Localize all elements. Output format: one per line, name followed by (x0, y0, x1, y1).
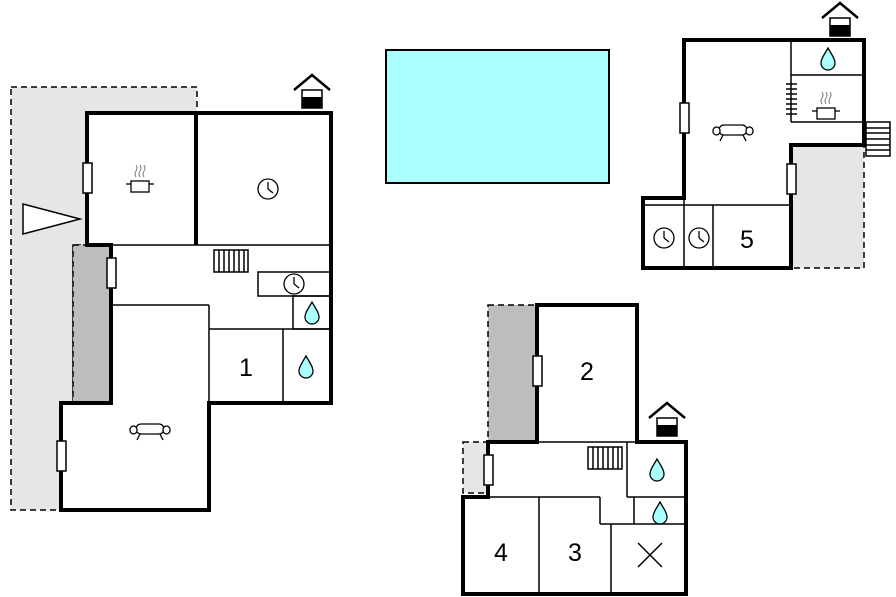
terrace-bottom-shaded (487, 304, 538, 443)
door (679, 102, 690, 134)
house-icon (292, 73, 332, 110)
house-icon (820, 1, 860, 38)
stairs-icon (865, 121, 891, 157)
top-right-building: 5 (641, 1, 891, 270)
water-drop-icon (820, 47, 836, 71)
clock-icon (257, 178, 279, 200)
stove-icon (125, 164, 155, 193)
house-icon (647, 401, 687, 438)
door (483, 454, 494, 486)
terrace-right (790, 144, 865, 269)
water-drop-icon (652, 501, 668, 525)
water-drop-icon (298, 355, 314, 379)
sofa-icon (712, 124, 754, 142)
terrace-left (10, 86, 198, 511)
stove-icon (811, 91, 841, 120)
room-number: 3 (568, 539, 582, 567)
terrace-left-shaded (72, 244, 112, 404)
door (82, 162, 93, 194)
entrance-arrow-icon (22, 203, 83, 235)
clock-icon (283, 273, 305, 295)
stairs-icon (213, 249, 249, 273)
stairs-icon (786, 83, 797, 115)
pool (385, 49, 610, 184)
stairs-icon (587, 446, 623, 470)
clock-icon (653, 227, 675, 249)
left-building: 1 (10, 73, 333, 512)
room-number: 5 (740, 226, 754, 254)
door (106, 257, 117, 289)
water-drop-icon (304, 301, 320, 325)
clock-icon (688, 227, 710, 249)
door (56, 440, 67, 472)
room-number: 2 (580, 358, 594, 386)
room-number: 1 (239, 354, 253, 382)
bottom-right-building: 2 4 3 (461, 303, 688, 596)
cross-icon (637, 542, 663, 568)
water-drop-icon (649, 458, 665, 482)
door (786, 163, 797, 195)
sofa-icon (129, 423, 171, 441)
door (532, 355, 543, 387)
room-number: 4 (494, 539, 508, 567)
